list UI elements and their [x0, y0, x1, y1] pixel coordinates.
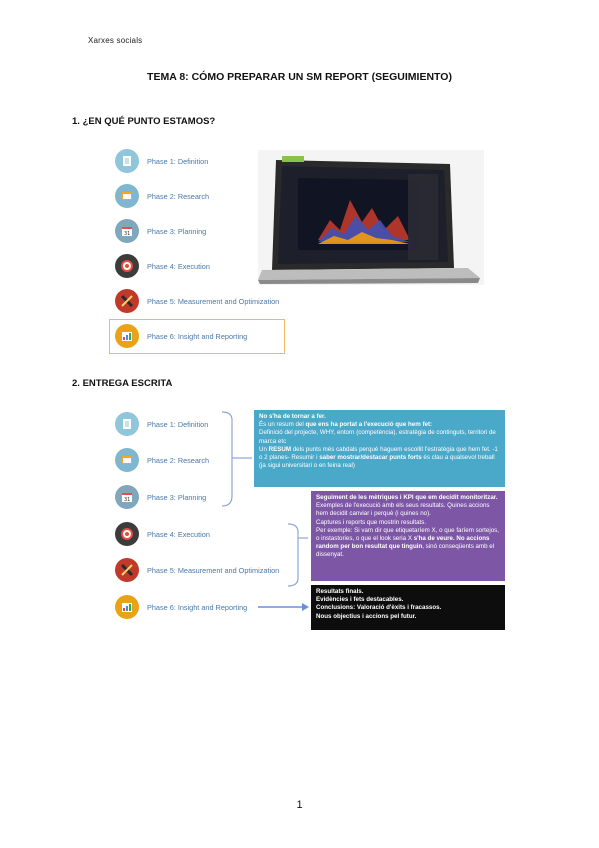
- phase-6-highlight-frame: [109, 319, 285, 354]
- black-line-3: Conclusions: Valoració d'èxits i fracass…: [316, 604, 442, 612]
- purple-line-4c: , sinó conseqüents amb el dissenyat.: [316, 543, 495, 559]
- section-2-title: ENTREGA ESCRITA: [82, 378, 173, 389]
- notebook-icon: [115, 149, 139, 173]
- purple-line-4b: s'ha de veure. No accions random per bon…: [316, 535, 490, 551]
- phase-3-item-2: 31 Phase 3: Planning: [115, 483, 206, 511]
- document-header: Xarxes socials: [88, 36, 143, 45]
- phase-1-label: Phase 1: Definition: [147, 419, 209, 429]
- phase-1-item-2: Phase 1: Definition: [115, 410, 208, 438]
- metrics-box-purple: Seguiment de les mètriques i KPI que em …: [311, 491, 505, 581]
- summary-box-blue: No s'ha de tornar a fer. És un resum del…: [254, 410, 505, 487]
- blue-line-1: No s'ha de tornar a fer.: [259, 413, 326, 420]
- page-title: TEMA 8: CÓMO PREPARAR UN SM REPORT (SEGU…: [147, 71, 452, 83]
- calendar-icon: 31: [115, 485, 139, 509]
- browser-window-icon: [115, 184, 139, 208]
- purple-line-4a: Per exemple: Si vam dir que etiquetaríem…: [316, 526, 499, 543]
- blue-line-4c: dels punts més cabdals perquè haguem esc…: [259, 445, 498, 462]
- blue-line-2a: És un resum del: [259, 421, 306, 429]
- purple-line-1: Seguiment de les mètriques i KPI que em …: [316, 494, 498, 501]
- phase-3-label: Phase 3: Planning: [147, 226, 207, 236]
- section-1-heading: 1. ¿EN QUÉ PUNTO ESTAMOS?: [72, 116, 215, 127]
- phase-6-item: Phase 6: Insight and Reporting: [115, 322, 247, 350]
- phase-4-label: Phase 4: Execution: [147, 529, 210, 539]
- phase-5-label: Phase 5: Measurement and Optimization: [147, 296, 280, 306]
- black-line-1: Resultats finals.: [316, 588, 364, 595]
- bar-chart-icon: [115, 595, 139, 619]
- phase-2-item-2: Phase 2: Research: [115, 446, 209, 474]
- black-line-4: Nous objectius i accions pel futur.: [316, 612, 417, 620]
- section-1-number: 1.: [72, 116, 80, 127]
- bracket-phases-4-5: [287, 523, 299, 587]
- purple-line-3: Captures i reports que mostrin resultats…: [316, 518, 427, 526]
- blue-line-4a: Un: [259, 445, 269, 453]
- svg-text:31: 31: [124, 497, 130, 503]
- phase-6-label: Phase 6: Insight and Reporting: [147, 331, 248, 341]
- phase-1-label: Phase 1: Definition: [147, 156, 209, 166]
- section-2-number: 2.: [72, 378, 80, 389]
- bar-chart-icon: [115, 324, 139, 348]
- ruler-pencil-icon: [115, 558, 139, 582]
- ruler-pencil-icon: [115, 289, 139, 313]
- phase-5-item-2: Phase 5: Measurement and Optimization: [115, 556, 279, 584]
- phase-6-label: Phase 6: Insight and Reporting: [147, 602, 248, 612]
- target-icon: [115, 254, 139, 278]
- arrow-head-icon: [302, 603, 309, 611]
- purple-line-2: Exemples de l'execució amb els seus resu…: [316, 502, 490, 518]
- phase-3-item: 31 Phase 3: Planning: [115, 217, 206, 245]
- phase-3-label: Phase 3: Planning: [147, 492, 207, 502]
- svg-text:31: 31: [124, 231, 130, 237]
- phase-2-label: Phase 2: Research: [147, 191, 210, 201]
- phase-4-label: Phase 4: Execution: [147, 261, 210, 271]
- phase-5-label: Phase 5: Measurement and Optimization: [147, 565, 280, 575]
- phase-1-item: Phase 1: Definition: [115, 147, 208, 175]
- phase-2-item: Phase 2: Research: [115, 182, 209, 210]
- phase-5-item: Phase 5: Measurement and Optimization: [115, 287, 279, 315]
- black-line-2: Evidències i fets destacables.: [316, 596, 404, 604]
- notebook-icon: [115, 412, 139, 436]
- phase-4-item-2: Phase 4: Execution: [115, 520, 210, 548]
- target-icon: [115, 522, 139, 546]
- phase-4-item: Phase 4: Execution: [115, 252, 210, 280]
- blue-line-4b: RESUM: [268, 445, 291, 453]
- section-2-heading: 2. ENTREGA ESCRITA: [72, 378, 172, 389]
- bracket-phases-1-3: [221, 411, 233, 507]
- blue-line-3: Definició del projecte, WHY, entorn (com…: [259, 429, 496, 445]
- browser-window-icon: [115, 448, 139, 472]
- calendar-icon: 31: [115, 219, 139, 243]
- blue-line-4d: saber mostrar/destacar punts forts: [319, 454, 422, 462]
- laptop-dashboard-image: [258, 150, 484, 285]
- results-box-black: Resultats finals. Evidències i fets dest…: [311, 585, 505, 630]
- section-1-title: ¿EN QUÉ PUNTO ESTAMOS?: [82, 116, 216, 127]
- page-number: 1: [296, 799, 303, 811]
- phase-2-label: Phase 2: Research: [147, 455, 210, 465]
- blue-line-2b: que ens ha portat a l'execució que hem f…: [305, 421, 433, 429]
- phase-6-item-2: Phase 6: Insight and Reporting: [115, 593, 247, 621]
- blue-line-4e: és clau a qualsevol treball (ja sigui un…: [259, 454, 495, 470]
